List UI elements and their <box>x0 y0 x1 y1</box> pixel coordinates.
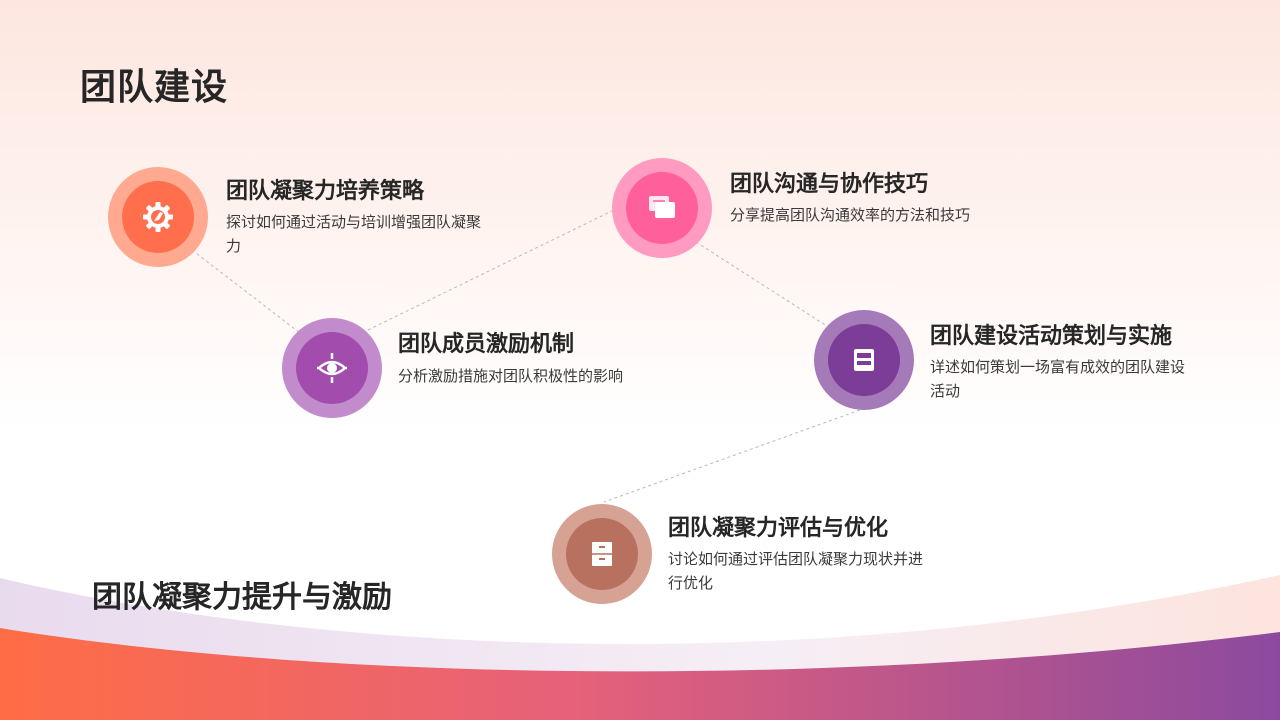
node-4-description: 详述如何策划一场富有成效的团队建设活动 <box>930 358 1186 400</box>
page-title: 团队建设 <box>80 67 229 108</box>
node-3-title: 团队沟通与协作技巧 <box>730 172 929 197</box>
folder-icon <box>854 349 874 371</box>
node-2-title: 团队成员激励机制 <box>398 332 575 357</box>
target-eye-icon <box>317 353 347 383</box>
footer-title: 团队凝聚力提升与激励 <box>92 580 392 615</box>
node-3-description: 分享提高团队沟通效率的方法和技巧 <box>730 206 971 224</box>
gear-rocket-icon <box>143 202 173 232</box>
node-2-icon-circle <box>282 318 382 418</box>
node-4-icon-circle <box>814 310 914 410</box>
node-1-icon-circle <box>108 167 208 267</box>
node-5-description: 讨论如何通过评估团队凝聚力现状并进行优化 <box>668 550 924 592</box>
node-4-title: 团队建设活动策划与实施 <box>930 324 1173 349</box>
node-1-title: 团队凝聚力培养策略 <box>226 179 425 204</box>
node-5-icon-circle <box>552 504 652 604</box>
node-5-title: 团队凝聚力评估与优化 <box>668 516 889 541</box>
chat-bubbles-icon <box>649 196 675 218</box>
node-3-icon-circle <box>612 158 712 258</box>
cabinet-icon <box>592 542 612 566</box>
node-2-description: 分析激励措施对团队积极性的影响 <box>398 367 624 385</box>
node-1-description: 探讨如何通过活动与培训增强团队凝聚力 <box>226 213 482 255</box>
